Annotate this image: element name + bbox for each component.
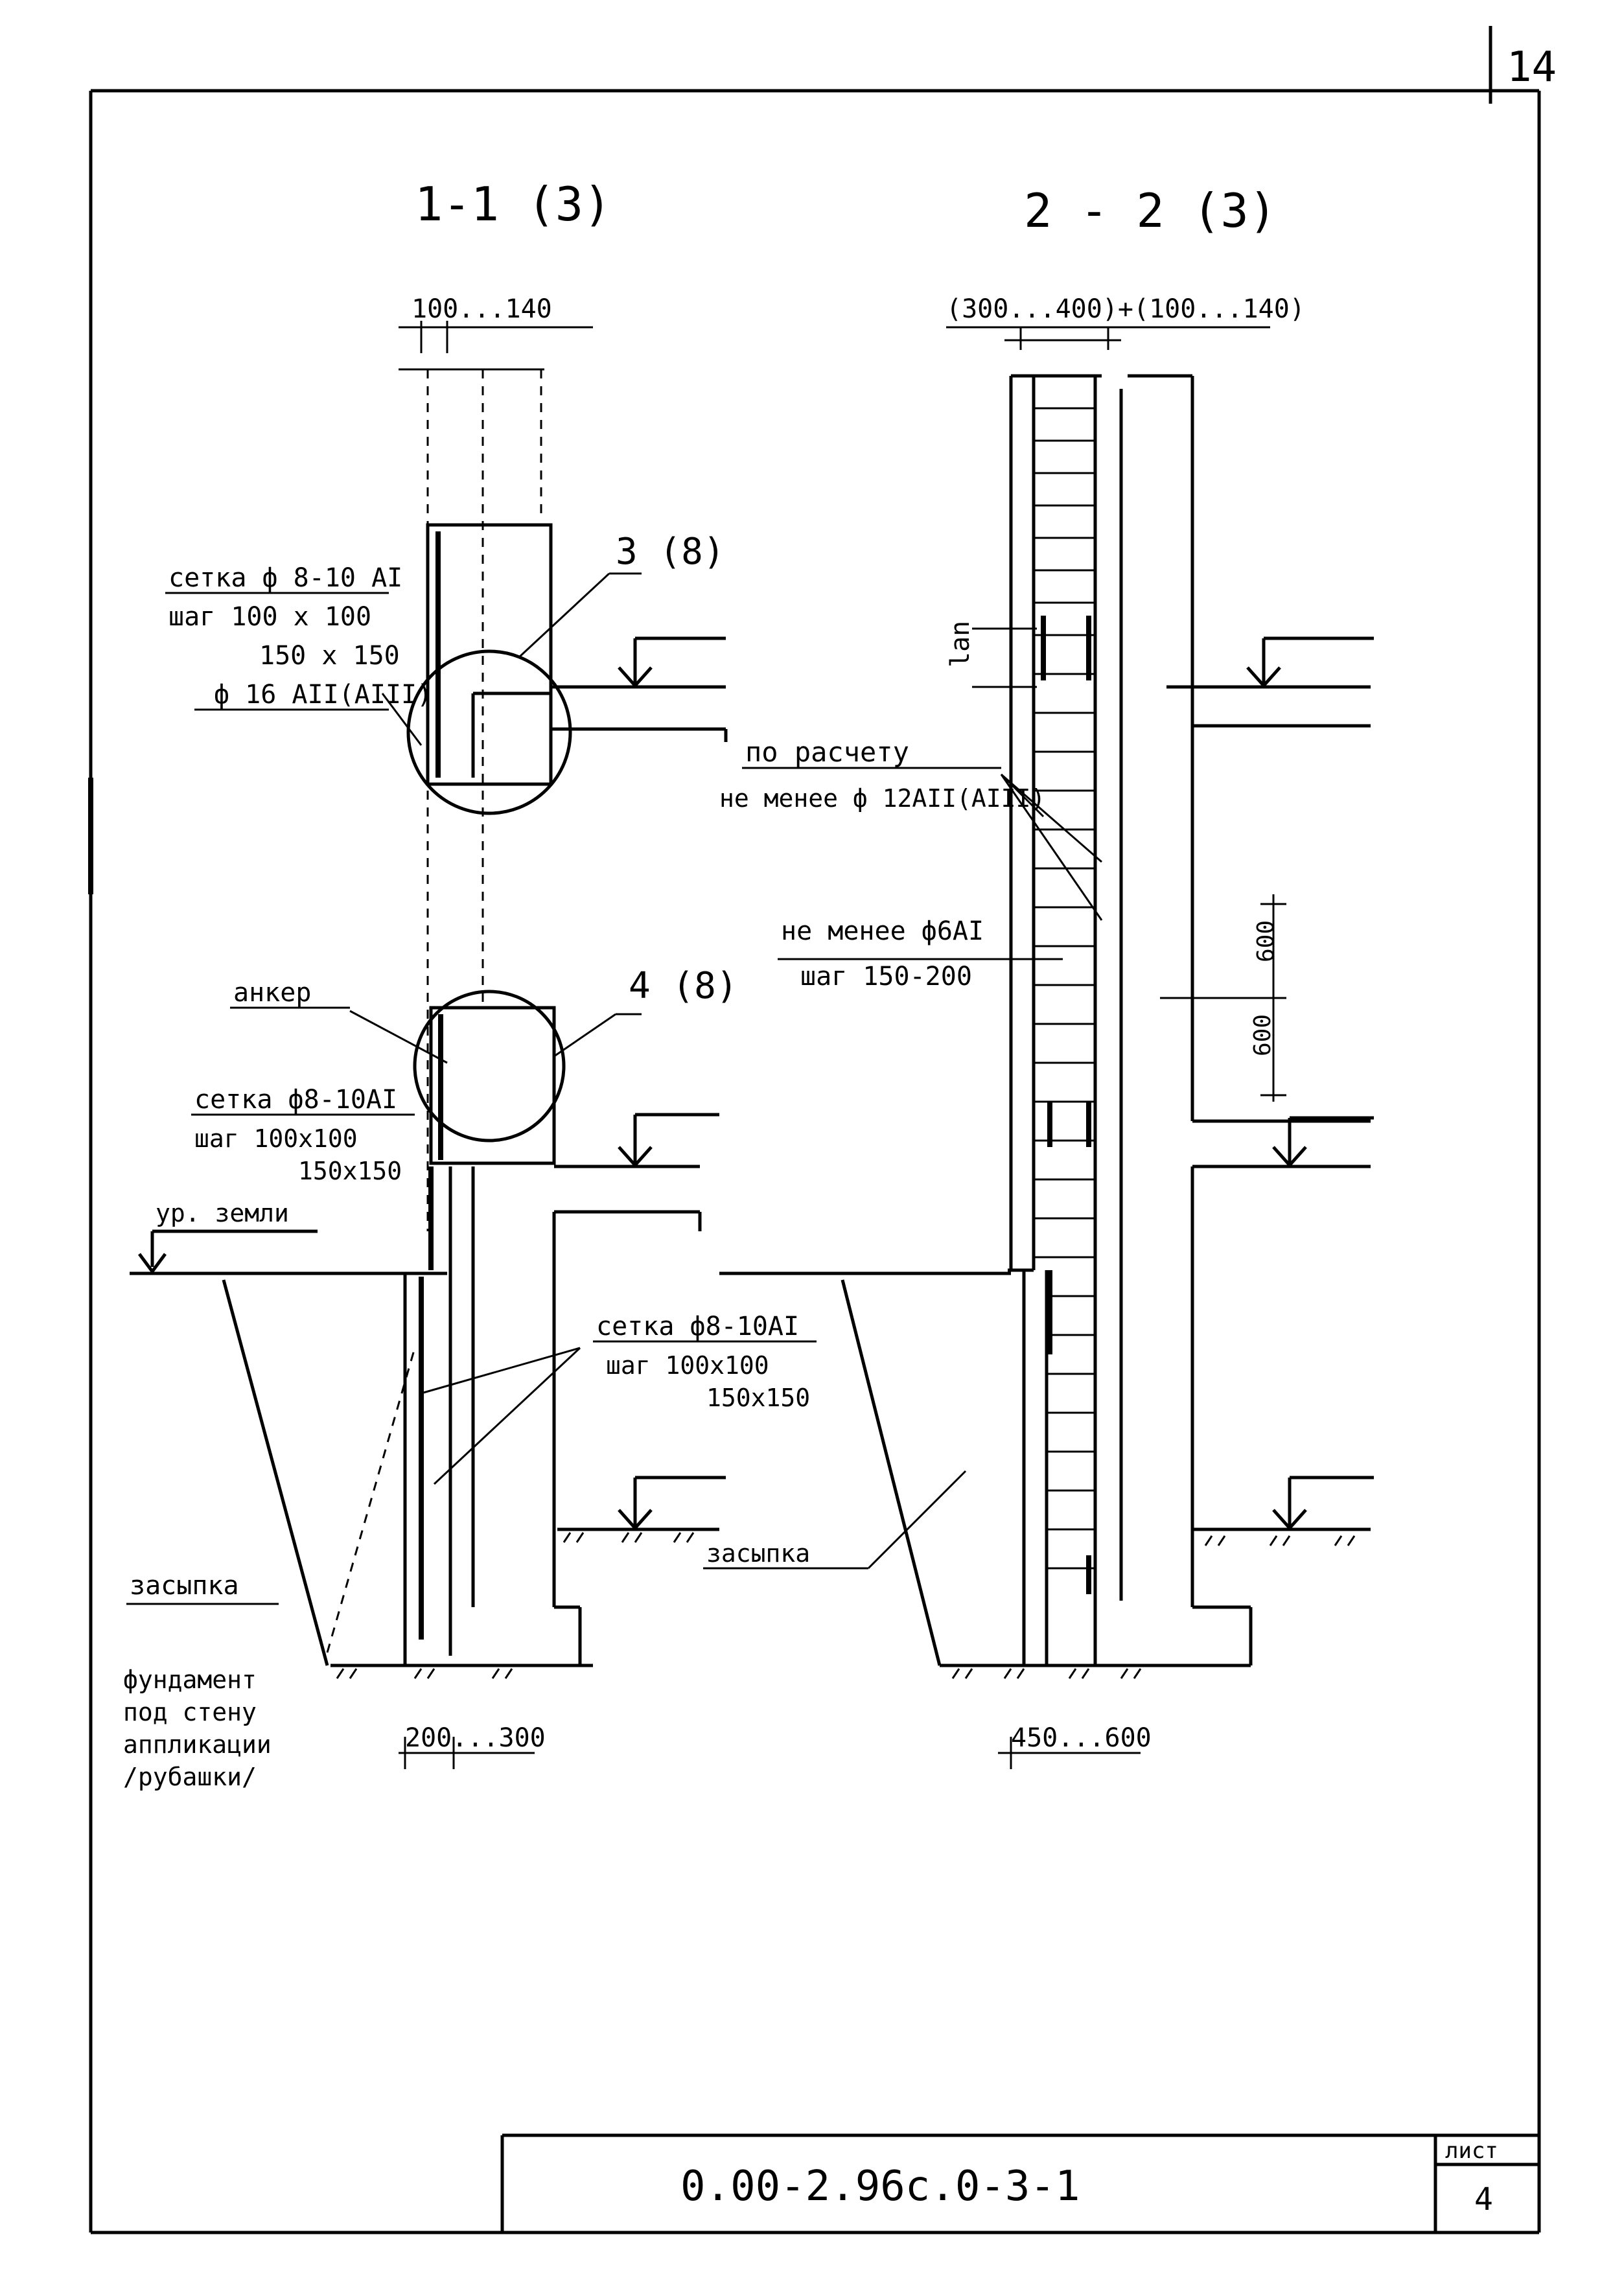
stirrup-note: не менее ф6AI шаг 150-200 [781,916,984,992]
section-1-1-drawing [130,321,728,1769]
svg-text:/рубашки/: /рубашки/ [123,1763,257,1791]
right-bottom-dimension: 450...600 [1011,1723,1152,1753]
right-backfill-label: засыпка [706,1539,810,1568]
callout-3: 3 (8) [616,531,725,573]
sheet-border [88,89,1541,2234]
svg-text:сетка ф8-10AI: сетка ф8-10AI [596,1312,799,1341]
sheet-label: лист [1445,2138,1498,2164]
svg-text:под стену: под стену [123,1698,257,1726]
svg-text:шаг 150-200: шаг 150-200 [800,962,972,992]
svg-text:150x150: 150x150 [298,1157,402,1185]
mesh-note-3: сетка ф8-10AI шаг 100x100 150x150 [593,1312,817,1412]
svg-text:не менее ф6AI: не менее ф6AI [781,916,984,946]
section-2-2-drawing [719,326,1374,1769]
dim-600-upper: 600 [1253,920,1279,962]
mesh-note-2: сетка ф8-10AI шаг 100x100 150x150 [191,1085,415,1185]
svg-text:по расчету: по расчету [745,736,909,768]
section-1-1-title: 1-1 (3) [415,177,611,231]
callout-4: 4 (8) [629,965,738,1007]
svg-text:шаг 100x100: шаг 100x100 [194,1124,358,1153]
left-bottom-dimension: 200...300 [405,1723,546,1753]
svg-text:ф 16 AII(AIII): ф 16 AII(AIII) [214,680,432,710]
anchor-label: анкер [233,978,311,1008]
svg-text:шаг 100x100: шаг 100x100 [606,1351,769,1380]
lap-label: lan [945,621,975,667]
drawing-code: 0.00-2.96с.0-3-1 [680,2163,1080,2210]
svg-text:сетка ф 8-10 AI: сетка ф 8-10 AI [168,563,402,593]
foundation-note: фундамент под стену аппликации /рубашки/ [123,1665,272,1791]
left-backfill-label: засыпка [130,1571,239,1601]
dim-600-lower: 600 [1249,1014,1276,1056]
svg-text:150x150: 150x150 [706,1384,810,1412]
calc-note: по расчету не менее ф 12AII(AIII) [719,736,1045,813]
mesh-note-1: сетка ф 8-10 AI шаг 100 x 100 150 x 150 … [165,563,432,711]
svg-text:150 x 150: 150 x 150 [259,641,400,671]
left-top-dimension: 100...140 [412,294,552,324]
svg-text:аппликации: аппликации [123,1730,272,1759]
title-block [500,2133,1539,2233]
sheet-number: 4 [1474,2181,1493,2218]
svg-text:сетка ф8-10AI: сетка ф8-10AI [194,1085,397,1115]
ground-level-label: ур. земли [156,1199,289,1227]
right-top-dimension: (300...400)+(100...140) [946,294,1305,324]
svg-text:не менее ф 12AII(AIII): не менее ф 12AII(AIII) [719,784,1045,813]
svg-text:шаг 100 x 100: шаг 100 x 100 [168,602,371,632]
corner-sheet-number: 14 [1507,43,1557,91]
section-2-2-title: 2 - 2 (3) [1024,183,1277,238]
svg-text:фундамент: фундамент [123,1665,257,1694]
